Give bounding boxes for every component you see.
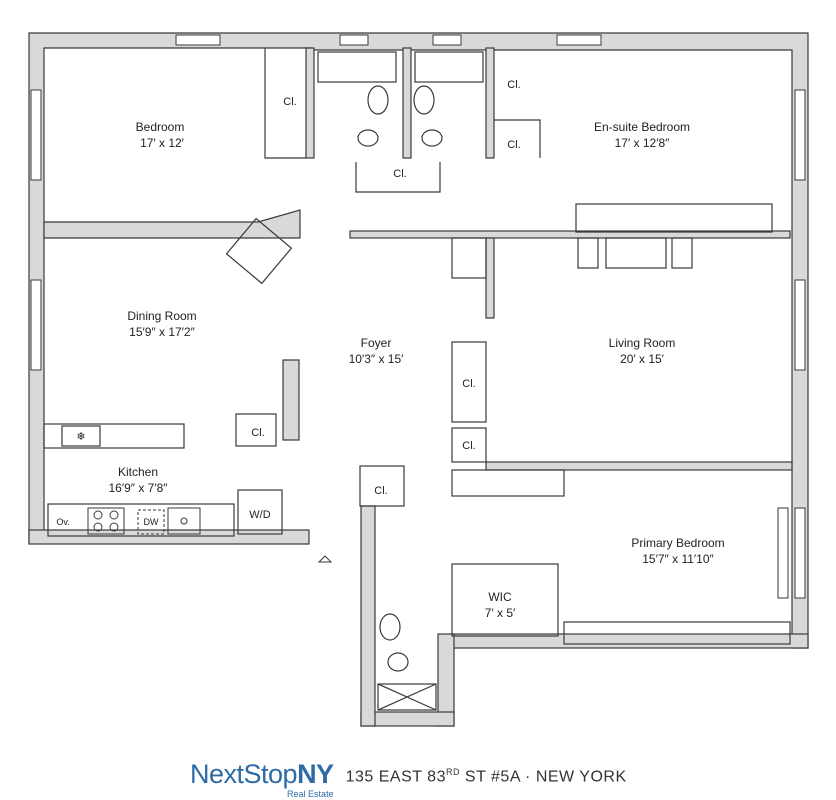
kitchen-appliances [87,507,201,535]
wic-label: WIC [488,590,512,604]
closet-label: Cl. [251,427,264,439]
address: 135 EAST 83RD ST #5A · NEW YORK [345,766,627,785]
closet-label: Cl. [462,378,475,390]
dining-dims: 15′9″ x 17′2″ [129,325,195,339]
walls [28,32,809,727]
ensuite-dims: 17′ x 12′8″ [615,136,671,150]
dining-label: Dining Room [127,309,196,323]
dishwasher-label: DW [144,517,159,527]
ensuite-label: En-suite Bedroom [594,120,690,134]
foyer-dims: 10′3″ x 15′ [349,352,405,366]
wic-dims: 7′ x 5′ [485,606,516,620]
bedroom-label: Bedroom [136,120,185,134]
kitchen-label: Kitchen [118,465,158,479]
living-label: Living Room [609,336,676,350]
appliance-labels: Ov. DW W/D ❄ [56,431,270,527]
oven-label: Ov. [56,517,69,527]
brand-sub: Real Estate [287,789,334,799]
living-dims: 20′ x 15′ [620,352,665,366]
kitchen-dims: 16′9″ x 7′8″ [108,481,168,495]
closet-label: Cl. [393,168,406,180]
closet-labels: Cl. Cl. Cl. Cl. Cl. Cl. Cl. Cl. [251,79,520,497]
brand-main: NextStop [190,759,298,789]
room-labels: Bedroom 17′ x 12′ En-suite Bedroom 17′ x… [108,120,724,620]
partitions [43,48,791,645]
brand-bold: NY [297,759,334,789]
washer-dryer-label: W/D [249,509,270,521]
entry-arrow-icon [317,555,333,563]
primary-dims: 15′7″ x 11′10″ [642,552,714,566]
closet-label: Cl. [374,485,387,497]
closet-label: Cl. [462,440,475,452]
bedroom-dims: 17′ x 12′ [140,136,185,150]
foyer-label: Foyer [361,336,392,350]
closet-label: Cl. [283,96,296,108]
primary-label: Primary Bedroom [631,536,724,550]
freezer-icon: ❄ [76,431,85,443]
windows [30,34,806,599]
closet-label: Cl. [507,139,520,151]
closet-label: Cl. [507,79,520,91]
bath-fixtures [317,51,484,711]
